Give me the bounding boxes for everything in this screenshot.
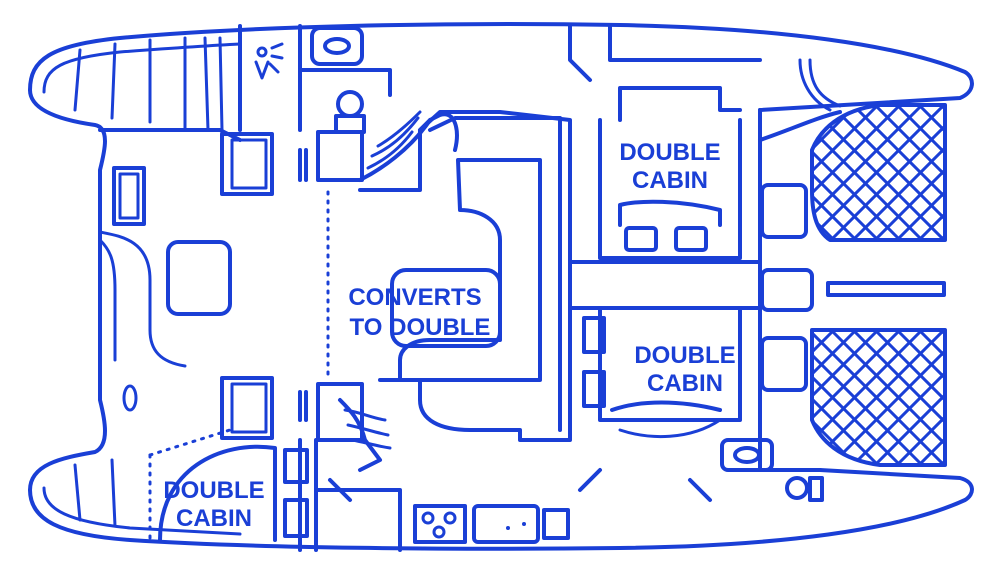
net-line [917, 330, 945, 465]
hatch-window [112, 166, 146, 226]
net-line [939, 105, 945, 240]
galley-sink [472, 504, 540, 544]
net-line [895, 105, 945, 240]
net-line [963, 330, 1000, 465]
net-line [963, 105, 1000, 240]
label-text: CONVERTS [348, 284, 481, 311]
starboard-fwd-cabin [568, 23, 842, 260]
lower-port-area [148, 376, 392, 552]
light-icon [254, 42, 284, 80]
label-text: CABIN [632, 167, 708, 194]
net-line [985, 105, 1000, 240]
saloon-table [166, 240, 232, 316]
trampoline-upper [810, 103, 1000, 242]
net-line [985, 330, 1000, 465]
locker [582, 370, 606, 408]
convertible-table [390, 268, 502, 348]
galley [314, 468, 712, 552]
label-text: TO DOUBLE [350, 314, 491, 341]
net-line [851, 330, 945, 465]
net-line [939, 105, 945, 240]
label-text: DOUBLE [634, 342, 735, 369]
wash-basin-icon [733, 446, 761, 464]
net-line [963, 105, 1000, 240]
portlight-icon [122, 384, 138, 412]
hatch [760, 268, 814, 312]
trampoline-lower [810, 328, 1000, 467]
cockpit [758, 108, 842, 472]
net-line [895, 105, 945, 240]
wash-basin-icon [323, 37, 351, 55]
net-line [939, 330, 945, 465]
burner-icon [421, 511, 435, 525]
seat-lower [220, 376, 274, 440]
label-text: DOUBLE [163, 477, 264, 504]
pillow [674, 226, 708, 252]
port-hull-walls [98, 24, 302, 412]
net-line [917, 330, 945, 465]
starboard-aft-cabin [582, 306, 824, 502]
bow-planking-lower [73, 458, 117, 528]
bow-planking-upper [73, 36, 224, 132]
boom-track [826, 281, 946, 297]
label-saloon-convertible: CONVERTS TO DOUBLE [348, 284, 490, 341]
cockpit-seat [760, 336, 808, 392]
toilet-icon [336, 90, 364, 118]
net-line [895, 330, 945, 465]
seat-upper [220, 132, 274, 196]
pillow [624, 226, 658, 252]
net-line [873, 330, 945, 465]
net-line [895, 330, 945, 465]
net-line [963, 330, 1000, 465]
bridgedeck [568, 260, 946, 312]
net-line [985, 330, 1000, 465]
stove [413, 504, 467, 544]
net-line [939, 330, 945, 465]
fwd-head-area [220, 26, 392, 196]
cockpit-seat [760, 183, 808, 239]
label-text: DOUBLE [619, 139, 720, 166]
locker [582, 316, 606, 354]
label-port-double-cabin: DOUBLE CABIN [163, 477, 264, 532]
net-line [851, 105, 945, 240]
saloon-seating [378, 110, 572, 442]
net-line [917, 105, 945, 240]
label-text: CABIN [647, 370, 723, 397]
net-line [985, 105, 1000, 240]
burner-icon [443, 511, 457, 525]
net-line [917, 105, 945, 240]
hull-outline [28, 22, 974, 551]
toilet-icon [785, 476, 809, 500]
label-text: CABIN [176, 505, 252, 532]
label-aft-double-cabin: DOUBLE CABIN [634, 342, 735, 397]
net-line [873, 105, 945, 240]
label-fwd-double-cabin: DOUBLE CABIN [619, 139, 720, 194]
burner-icon [432, 525, 446, 539]
